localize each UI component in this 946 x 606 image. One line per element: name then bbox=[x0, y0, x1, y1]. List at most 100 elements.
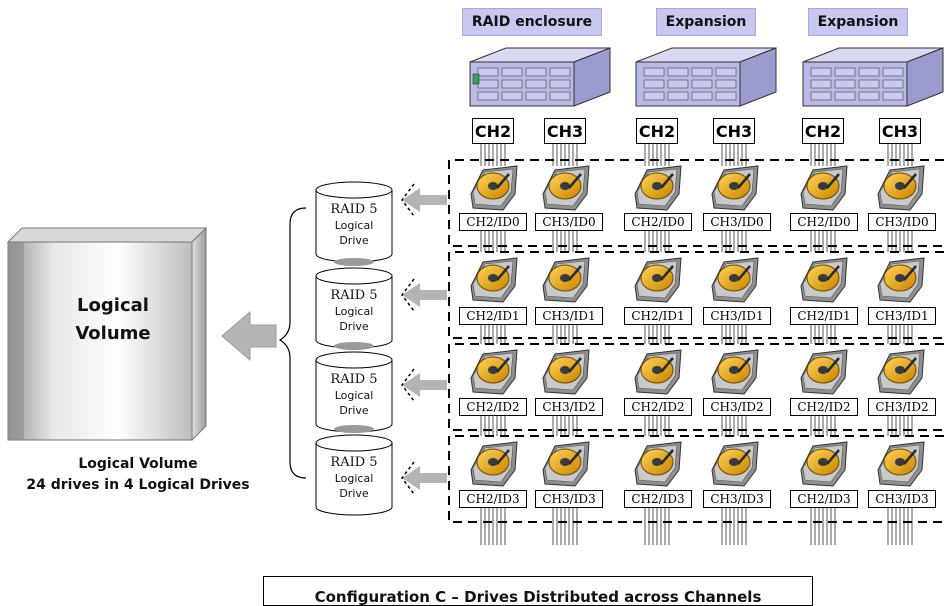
drive-row-frame bbox=[448, 251, 944, 339]
drive-row-frame bbox=[448, 435, 944, 523]
drive-bay bbox=[858, 79, 880, 89]
drive-id-label: CH3/ID0 bbox=[703, 213, 771, 231]
disk-spindle bbox=[488, 274, 498, 282]
disk-spindle bbox=[560, 274, 570, 282]
read-arm bbox=[737, 357, 751, 373]
channel-label: CH2 bbox=[472, 118, 514, 144]
disk-spindle bbox=[652, 458, 662, 466]
logical-drive-cylinder bbox=[315, 434, 393, 516]
drive-bay bbox=[834, 67, 856, 77]
cylinder-link bbox=[334, 342, 374, 350]
enclosure-label-expansion-1: Expansion bbox=[656, 8, 756, 36]
read-arm bbox=[496, 173, 510, 189]
read-arm bbox=[660, 357, 674, 373]
read-arm bbox=[660, 173, 674, 189]
drive-row-frame bbox=[448, 159, 944, 247]
hard-drive-icon bbox=[711, 349, 759, 395]
configuration-caption-text: Configuration C – Drives Distributed acr… bbox=[314, 588, 762, 606]
drive-id-label: CH2/ID1 bbox=[790, 307, 858, 325]
drive-bay bbox=[667, 67, 689, 77]
drive-bay bbox=[882, 91, 904, 101]
arrow-dash bbox=[401, 461, 415, 495]
cylinder-link bbox=[334, 425, 374, 433]
disk-spindle bbox=[818, 458, 828, 466]
logical-volume-book bbox=[6, 226, 208, 442]
disk-spindle bbox=[895, 182, 905, 190]
channel-label: CH2 bbox=[636, 118, 678, 144]
read-arm bbox=[568, 265, 582, 281]
drive-bay bbox=[525, 91, 547, 101]
cylinder-link bbox=[334, 258, 374, 266]
drive-bay bbox=[834, 91, 856, 101]
disk-spindle bbox=[560, 458, 570, 466]
drive-id-label: CH2/ID0 bbox=[459, 213, 527, 231]
logical-volume-caption: Logical Volume bbox=[78, 456, 198, 472]
read-arm bbox=[826, 265, 840, 281]
drive-id-label: CH2/ID3 bbox=[459, 490, 527, 508]
drive-bay bbox=[858, 91, 880, 101]
drive-id-label: CH2/ID1 bbox=[624, 307, 692, 325]
logical-drive-text: Logical bbox=[334, 305, 374, 318]
logical-drive-2: RAID 5 Logical Drive bbox=[316, 288, 392, 334]
hard-drive-icon bbox=[542, 257, 590, 303]
hard-drive-icon bbox=[800, 165, 848, 211]
drive-id-label: CH3/ID2 bbox=[703, 398, 771, 416]
disk-spindle bbox=[652, 274, 662, 282]
disk-spindle bbox=[652, 366, 662, 374]
cylinder-top bbox=[315, 181, 393, 199]
expansion-chassis bbox=[635, 47, 777, 107]
arrow-dash bbox=[401, 278, 415, 312]
book-top bbox=[6, 227, 208, 243]
hard-drive-icon bbox=[877, 257, 925, 303]
read-arm bbox=[496, 449, 510, 465]
hard-drive-icon bbox=[634, 349, 682, 395]
drive-id-label: CH3/ID1 bbox=[535, 307, 603, 325]
hard-drive-icon bbox=[542, 349, 590, 395]
logical-drive-cylinder bbox=[315, 181, 393, 263]
drive-id-label: CH2/ID1 bbox=[459, 307, 527, 325]
disk-spindle bbox=[652, 182, 662, 190]
drive-bay bbox=[643, 79, 665, 89]
row-arrow bbox=[402, 373, 447, 397]
status-led bbox=[472, 73, 480, 85]
diagram-canvas: RAID enclosure Expansion Expansion CH2 C… bbox=[6, 8, 944, 606]
read-arm bbox=[826, 173, 840, 189]
arrow-dash bbox=[401, 183, 415, 217]
drive-id-label: CH3/ID2 bbox=[868, 398, 936, 416]
read-arm bbox=[903, 265, 917, 281]
drive-id-label: CH2/ID3 bbox=[624, 490, 692, 508]
drive-id-label: CH3/ID1 bbox=[868, 307, 936, 325]
logical-drive-text: Logical bbox=[334, 219, 374, 232]
drive-bay bbox=[501, 91, 523, 101]
disk-spindle bbox=[818, 182, 828, 190]
drive-id-label: CH2/ID2 bbox=[624, 398, 692, 416]
cylinder-top bbox=[315, 351, 393, 369]
hard-drive-icon bbox=[634, 257, 682, 303]
drive-bay bbox=[525, 79, 547, 89]
drive-bay bbox=[549, 79, 571, 89]
read-arm bbox=[737, 449, 751, 465]
drive-bay bbox=[643, 67, 665, 77]
drive-bay bbox=[882, 67, 904, 77]
drive-id-label: CH3/ID0 bbox=[868, 213, 936, 231]
logical-volume-subcaption: 24 drives in 4 Logical Drives bbox=[26, 477, 250, 493]
logical-drive-text: Drive bbox=[339, 404, 369, 417]
read-arm bbox=[737, 173, 751, 189]
hard-drive-icon bbox=[470, 165, 518, 211]
drive-bay bbox=[810, 79, 832, 89]
hard-drive-icon bbox=[877, 349, 925, 395]
cylinder-top bbox=[315, 434, 393, 452]
cable-bundle bbox=[810, 144, 836, 545]
hard-drive-icon bbox=[470, 257, 518, 303]
channel-label: CH3 bbox=[879, 118, 921, 144]
logical-drive-text: Drive bbox=[339, 320, 369, 333]
drive-bay bbox=[810, 91, 832, 101]
hard-drive-icon bbox=[800, 441, 848, 487]
enclosure-label-expansion-2: Expansion bbox=[808, 8, 908, 36]
disk-spindle bbox=[729, 366, 739, 374]
read-arm bbox=[826, 357, 840, 373]
disk-spindle bbox=[895, 274, 905, 282]
enclosure-label-raid: RAID enclosure bbox=[462, 8, 602, 36]
drive-bay bbox=[501, 67, 523, 77]
expansion-chassis bbox=[802, 47, 944, 107]
